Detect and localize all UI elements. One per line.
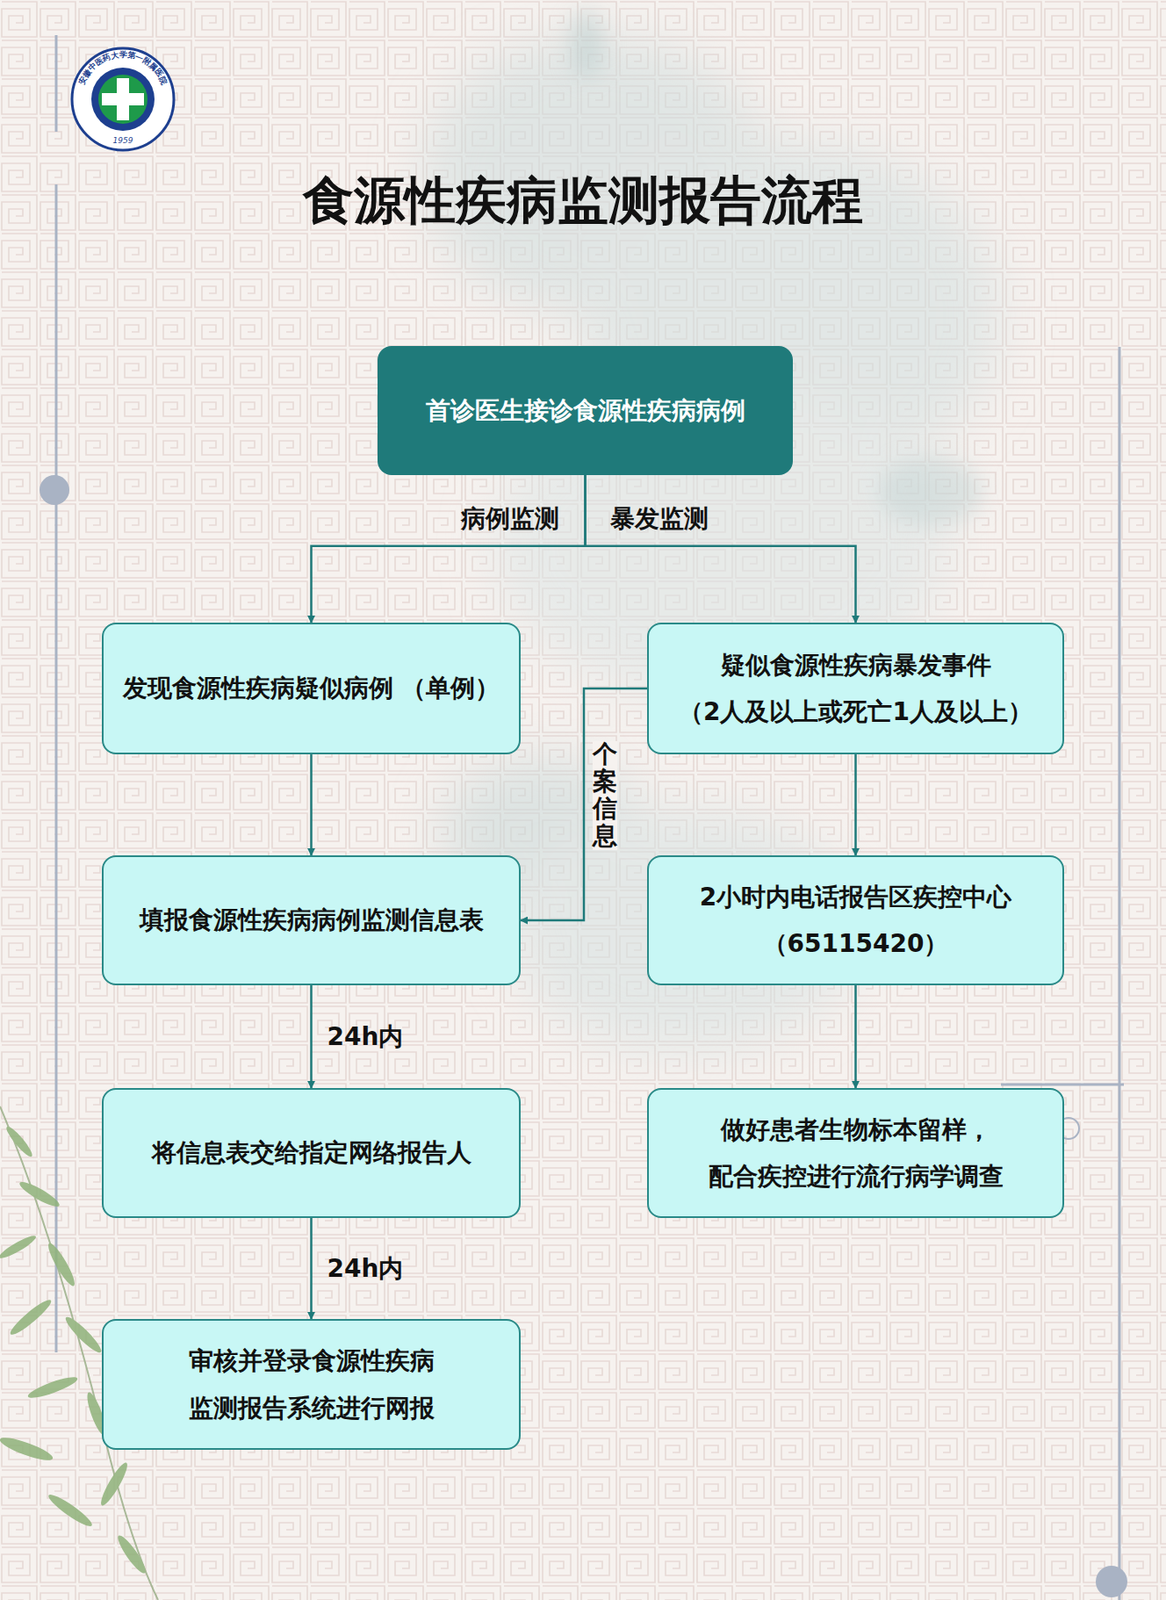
start-box: 首诊医生接诊食源性疾病病例	[377, 345, 793, 476]
connector	[854, 985, 857, 1088]
connector	[309, 985, 313, 1088]
node-text: 将信息表交给指定网络报告人	[151, 1129, 472, 1176]
node-text: 2小时内电话报告区疾控中心 （65115420）	[664, 873, 1047, 967]
edge-label: 24h内	[327, 1020, 404, 1054]
frame-dot	[39, 475, 70, 505]
edge-label: 个案信息	[592, 741, 618, 850]
logo: 安徽中医药大学第一附属医院 1959	[71, 48, 174, 151]
process-box: 审核并登录食源性疾病 监测报告系统进行网报	[101, 1318, 521, 1450]
logo-year: 1959	[113, 136, 134, 145]
node-text: 发现食源性疾病疑似病例 （单例）	[122, 664, 501, 712]
title: 食源性疾病监测报告流程	[0, 166, 1166, 236]
process-box: 做好患者生物标本留样， 配合疾控进行流行病学调查	[647, 1087, 1065, 1218]
connector	[520, 688, 648, 921]
node-text: 首诊医生接诊食源性疾病病例	[425, 387, 746, 434]
process-box: 填报食源性疾病病例监测信息表	[101, 855, 521, 986]
process-box: 将信息表交给指定网络报告人	[101, 1087, 521, 1218]
node-text: 填报食源性疾病病例监测信息表	[139, 896, 484, 943]
edge-label: 24h内	[327, 1252, 404, 1286]
node-text: 审核并登录食源性疾病 监测报告系统进行网报	[119, 1337, 504, 1431]
frame-lines	[56, 35, 1124, 1600]
process-box: 疑似食源性疾病暴发事件 （2人及以上或死亡1人及以上）	[647, 622, 1065, 755]
connector	[311, 475, 586, 623]
connector	[309, 754, 313, 856]
node-text: 疑似食源性疾病暴发事件 （2人及以上或死亡1人及以上）	[664, 641, 1047, 735]
edge-label: 病例监测	[460, 502, 560, 536]
process-box: 2小时内电话报告区疾控中心 （65115420）	[647, 855, 1065, 986]
edge-label: 暴发监测	[610, 502, 709, 536]
connector	[854, 754, 857, 856]
node-text: 做好患者生物标本留样， 配合疾控进行流行病学调查	[664, 1106, 1047, 1200]
connector	[309, 1217, 313, 1319]
connector	[585, 475, 857, 623]
logo-text: 安徽中医药大学第一附属医院	[76, 50, 169, 86]
frame-dot	[1095, 1565, 1128, 1598]
process-box: 发现食源性疾病疑似病例 （单例）	[101, 622, 521, 755]
